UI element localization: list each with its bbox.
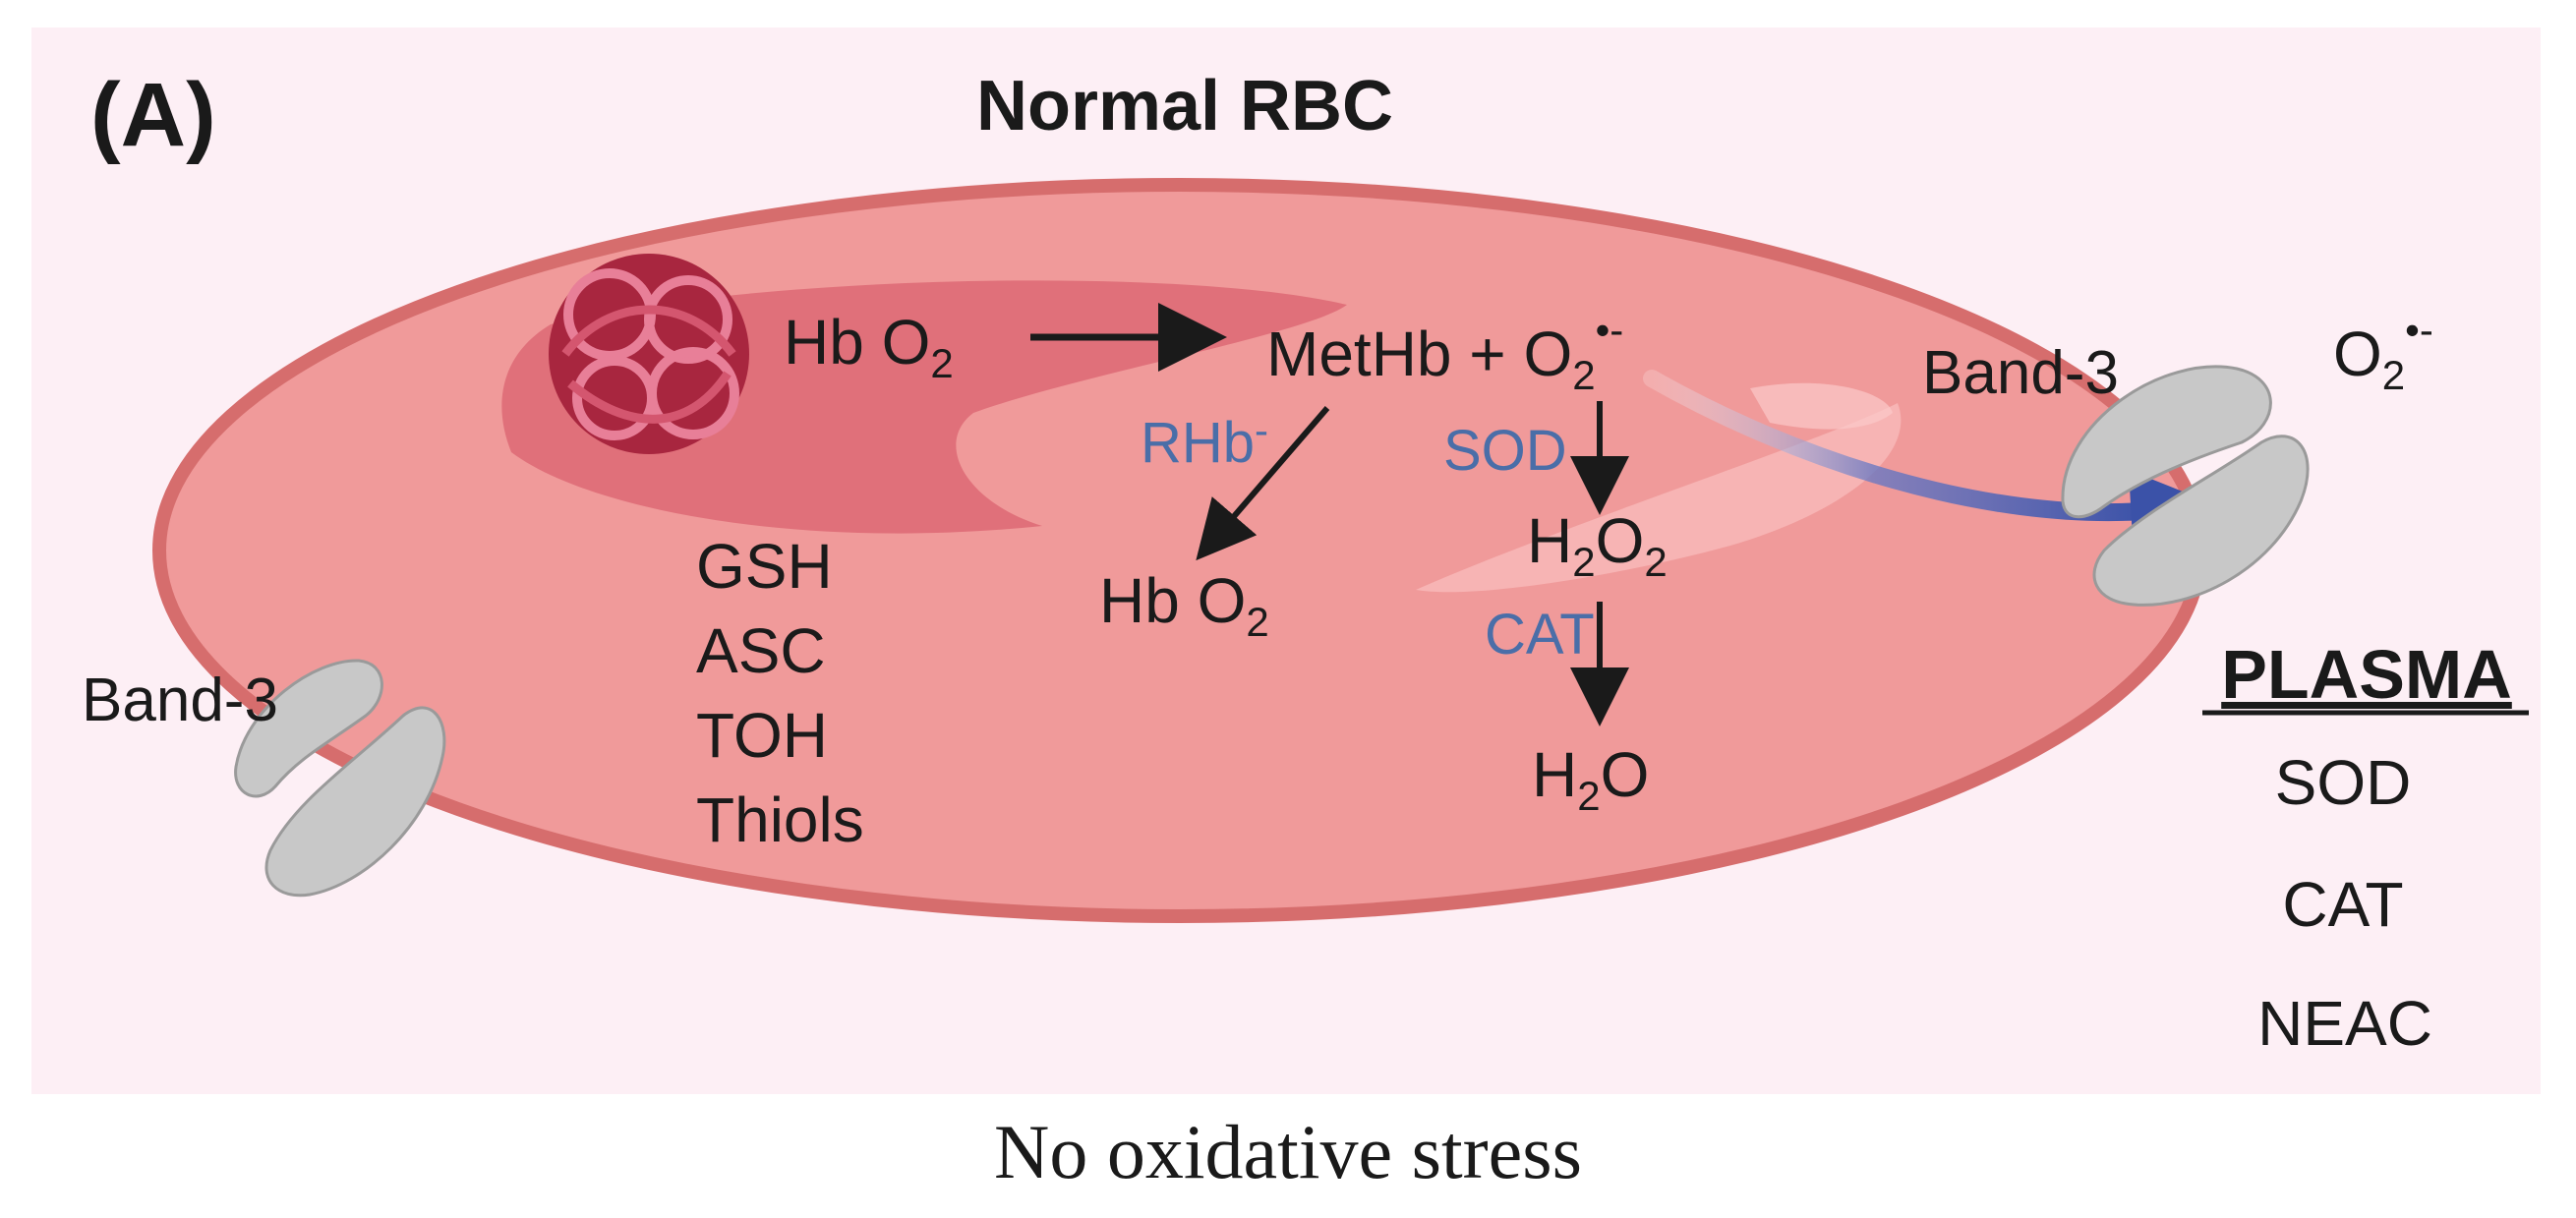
band3-protein-right-icon: [2061, 365, 2310, 607]
diagram-title: Normal RBC: [976, 67, 1393, 145]
band3-protein-left-icon: [234, 659, 446, 898]
plasma-section: PLASMA SOD CAT NEAC: [2202, 636, 2529, 1059]
h2o-label: H2O: [1532, 739, 1649, 819]
antioxidant-item: TOH: [696, 700, 828, 771]
hb-o2-product-label: Hb O2: [1099, 565, 1269, 645]
band3-left-label: Band-3: [82, 667, 278, 734]
figure-caption: No oxidative stress: [994, 1109, 1582, 1194]
plasma-item: NEAC: [2257, 988, 2432, 1059]
methb-superoxide-label: MetHb + O2•-: [1266, 307, 1623, 398]
h2o2-label: H2O2: [1527, 505, 1668, 585]
plasma-heading: PLASMA: [2221, 636, 2512, 713]
hb-o2-label: Hb O2: [784, 307, 954, 386]
antioxidant-item: GSH: [696, 531, 833, 602]
antioxidant-list: GSH ASC TOH Thiols: [696, 531, 864, 855]
rhb-enzyme-label: RHb-: [1141, 407, 1268, 475]
antioxidant-item: ASC: [696, 615, 826, 686]
light-cytoplasm-region: [1416, 403, 1902, 593]
antioxidant-item: Thiols: [696, 784, 864, 855]
plasma-item: SOD: [2275, 747, 2412, 818]
hemoglobin-molecule-icon: [549, 254, 749, 454]
light-highlight: [1750, 382, 1893, 430]
band3-right-label: Band-3: [1922, 339, 2119, 407]
sod-enzyme-label: SOD: [1443, 419, 1567, 483]
reduction-arrow: [1196, 406, 1330, 561]
outside-superoxide-label: O2•-: [2333, 307, 2433, 398]
cat-enzyme-label: CAT: [1485, 603, 1595, 667]
plasma-item: CAT: [2282, 869, 2403, 940]
red-blood-cell: [152, 178, 2207, 923]
panel-label: (A): [90, 65, 216, 165]
